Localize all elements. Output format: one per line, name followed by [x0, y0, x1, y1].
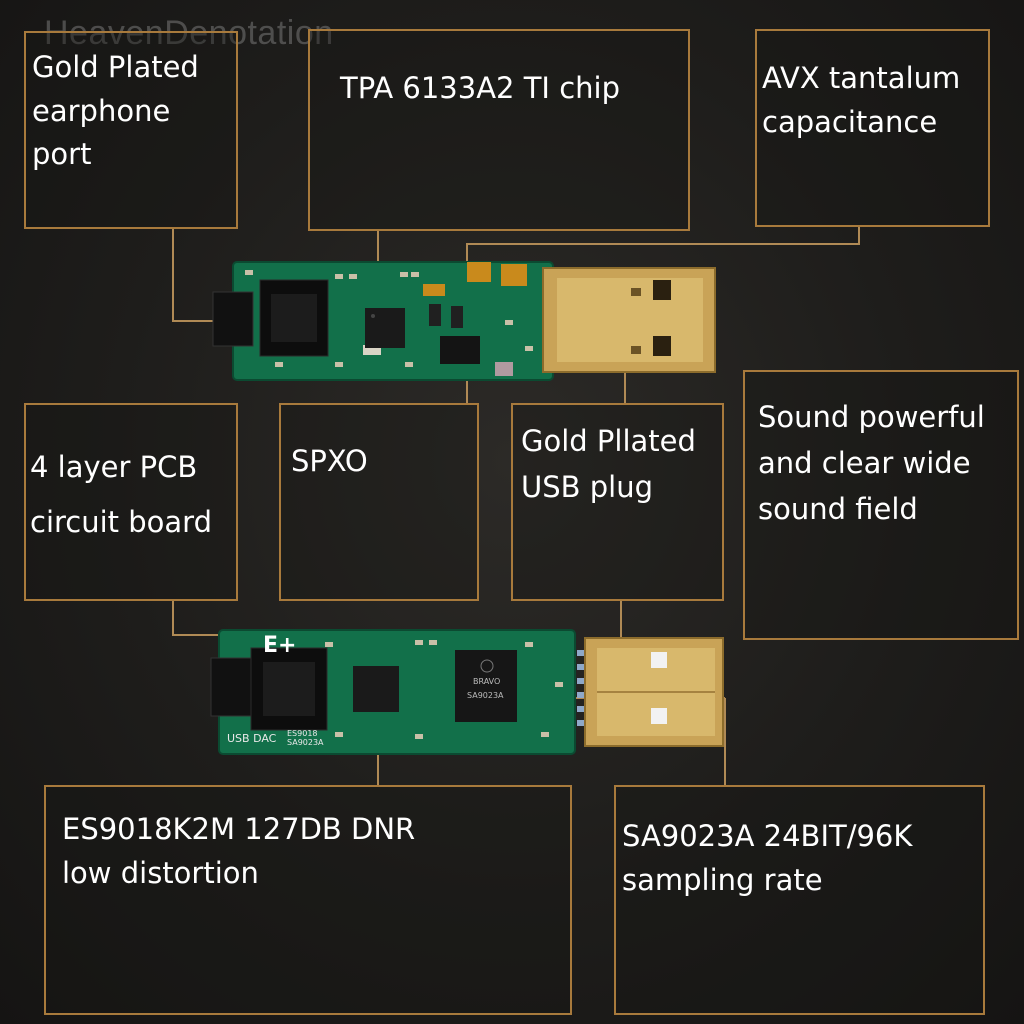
watermark-text: HeavenDenotation [44, 14, 334, 52]
board-logo: E+ [263, 633, 296, 658]
dac-board-back-image [212, 261, 716, 381]
callout-box-pcb [24, 403, 238, 601]
leader-line [466, 243, 468, 273]
callout-text-pcb: 4 layer PCB circuit board [30, 450, 213, 540]
board-sa-chip-text: SA9023A [467, 691, 504, 700]
leader-line [858, 227, 860, 245]
callout-box-avx-tantalum [755, 29, 990, 227]
leader-line [172, 634, 252, 636]
callout-box-sound [743, 370, 1019, 640]
callout-box-sa9023 [614, 785, 985, 1015]
callout-box-tpa-chip [308, 29, 690, 231]
callout-box-earphone-port [24, 31, 238, 229]
callout-text-sa9023: SA9023A 24BIT/96K sampling rate [622, 819, 913, 897]
callout-box-es9018 [44, 785, 572, 1015]
callout-text-usb-plug: Gold Pllated USB plug [521, 424, 696, 505]
callout-text-spxo: SPXO [291, 444, 368, 478]
dac-board-front-image: E+ USB DAC ES9018 SA9023A BRAVO SA9023A [210, 629, 724, 755]
board-chip-text-1: ES9018 [287, 729, 318, 738]
leader-line [466, 370, 468, 403]
leader-line [172, 601, 174, 635]
leader-line [724, 698, 726, 785]
board-usb-dac-text: USB DAC [227, 732, 277, 745]
callout-text-avx-tantalum: AVX tantalum capacitance [762, 61, 961, 139]
leader-line [172, 229, 174, 321]
callout-text-es9018: ES9018K2M 127DB DNR low distortion [62, 812, 416, 890]
board-bravo-text: BRAVO [473, 677, 500, 686]
callout-text-sound: Sound powerful and clear wide sound fiel… [758, 400, 985, 526]
callout-box-spxo [279, 403, 479, 601]
callout-box-usb-plug [511, 403, 724, 601]
callout-text-tpa-chip: TPA 6133A2 TI chip [340, 71, 620, 105]
leader-line [466, 243, 860, 245]
board-chip-text-2: SA9023A [287, 738, 324, 747]
callout-text-earphone-port: Gold Plated earphone port [32, 50, 199, 171]
